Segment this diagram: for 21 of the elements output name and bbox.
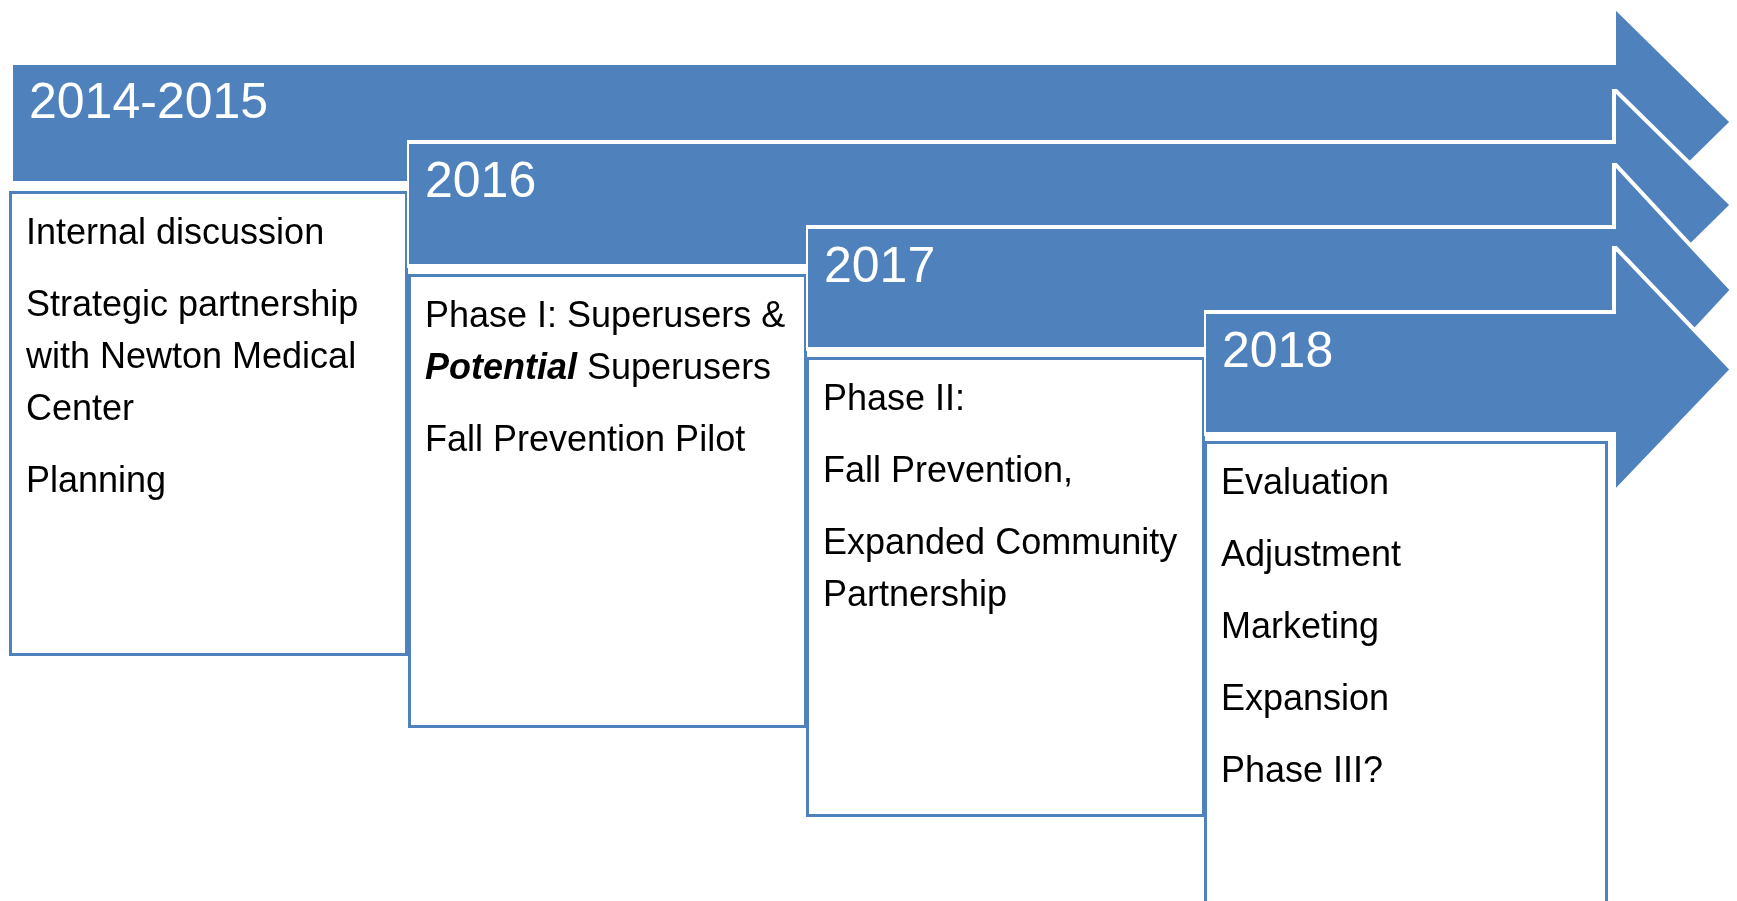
- milestone-text: Marketing: [1221, 604, 1381, 648]
- milestone-text: Fall Prevention Pilot: [425, 417, 747, 461]
- milestone-text: Expanded Community Partnership: [823, 520, 1179, 616]
- year-label: 2017: [824, 236, 936, 295]
- year-label: 2014-2015: [29, 72, 269, 131]
- milestone-text: Phase II:: [823, 376, 967, 420]
- phase-box: [9, 191, 408, 656]
- phase-box: [408, 274, 807, 728]
- phase-box: [1204, 441, 1608, 901]
- phase-box: [806, 357, 1205, 817]
- milestone-text: Planning: [26, 458, 168, 502]
- milestone-text: Adjustment: [1221, 532, 1403, 576]
- milestone-text: Evaluation: [1221, 460, 1391, 504]
- milestone-text: Phase III?: [1221, 748, 1385, 792]
- milestone-text: Phase I: Superusers & Potential Superusers: [425, 293, 787, 389]
- milestone-text: Expansion: [1221, 676, 1391, 720]
- year-label: 2016: [425, 151, 537, 210]
- milestone-text: Internal discussion: [26, 210, 326, 254]
- year-label: 2018: [1222, 321, 1334, 380]
- milestone-text: Fall Prevention,: [823, 448, 1075, 492]
- milestone-text: Strategic partnership with Newton Medical Center: [26, 282, 360, 430]
